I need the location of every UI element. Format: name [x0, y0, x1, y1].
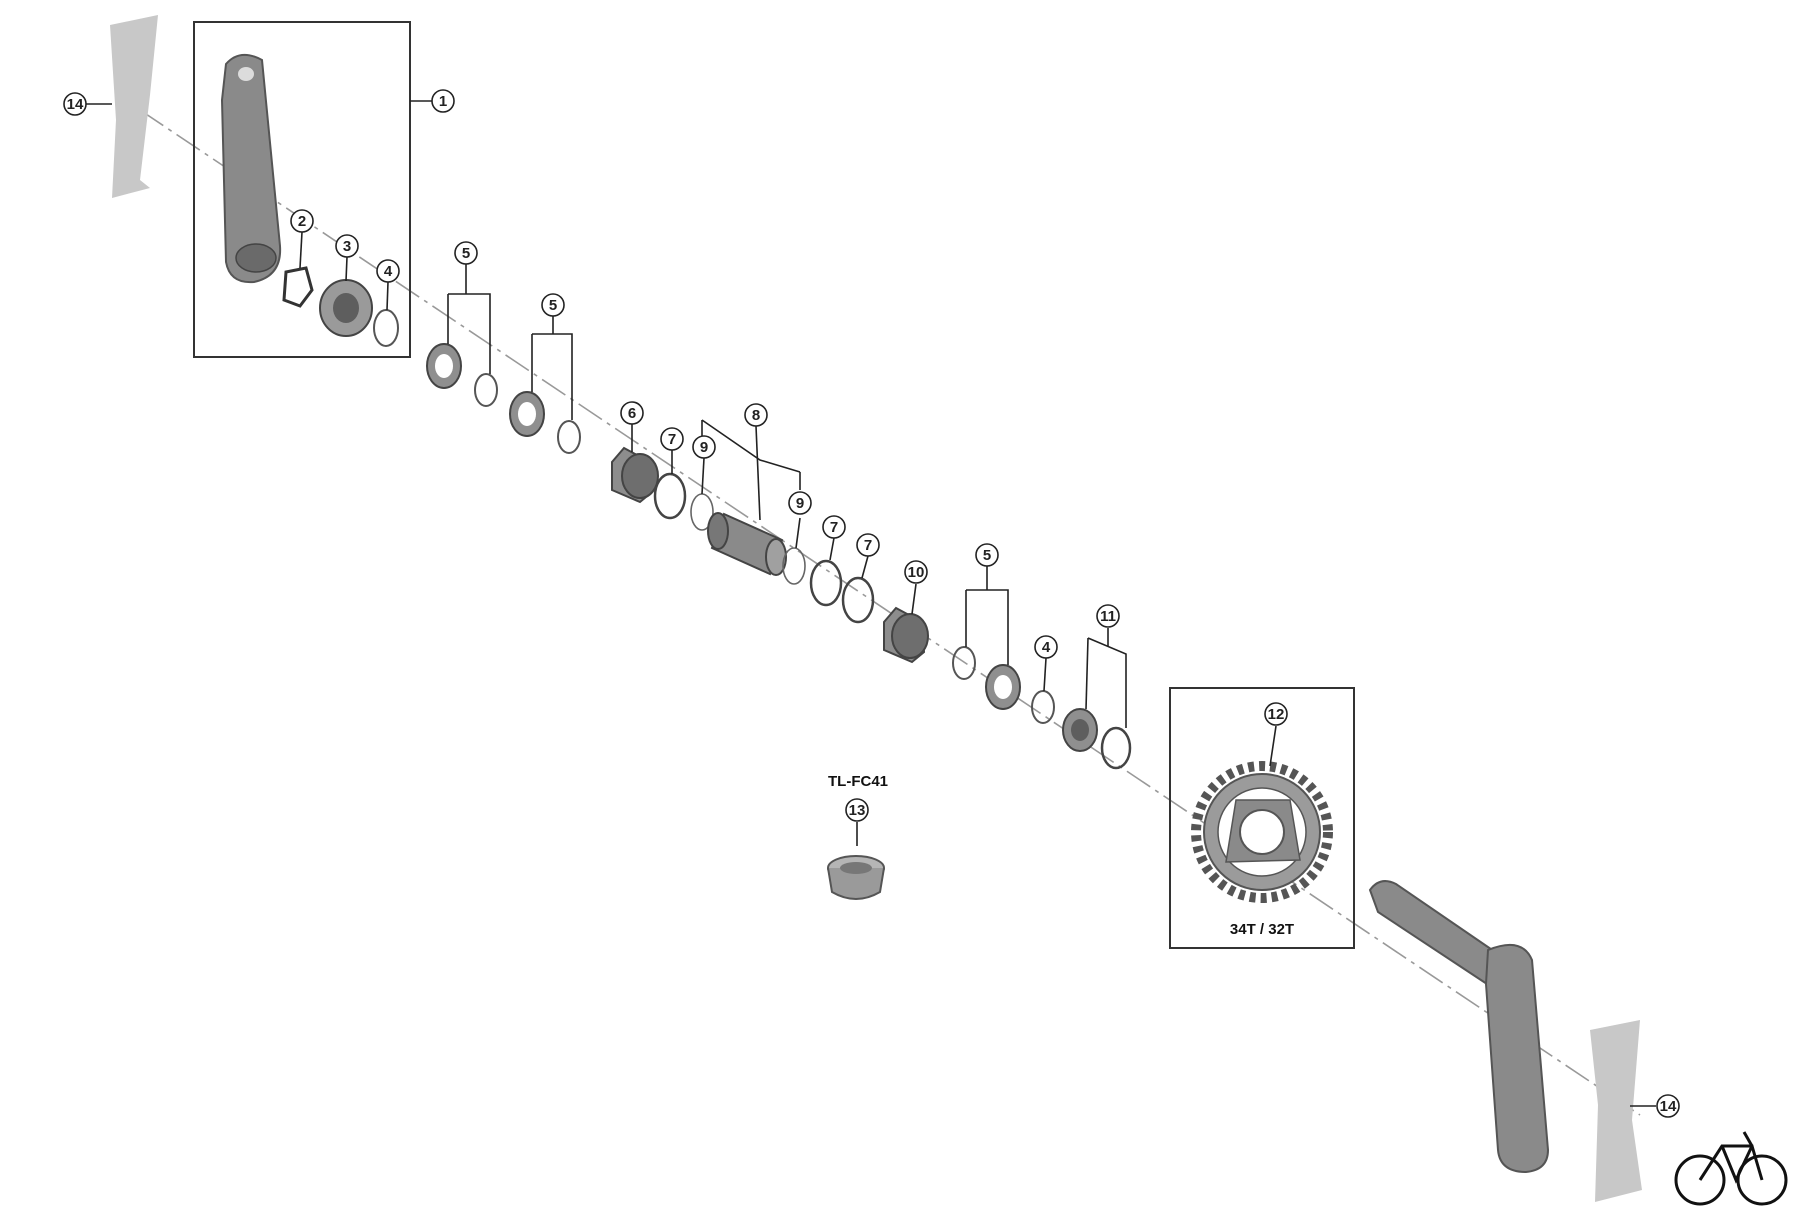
callout-9-right: 9	[788, 491, 812, 515]
part-4-ring-left	[373, 309, 399, 347]
part-6-bearing-cup-face	[621, 453, 659, 499]
callout-5-b: 5	[541, 293, 565, 317]
svg-text:9: 9	[700, 439, 708, 456]
right-crank-spindle	[1368, 880, 1506, 988]
callout-9-left: 9	[692, 435, 716, 459]
left-crank-arm	[220, 53, 282, 284]
svg-text:7: 7	[830, 519, 838, 536]
svg-text:5: 5	[549, 297, 557, 314]
callout-2: 2	[290, 209, 314, 233]
chainring-group-box	[1169, 687, 1355, 949]
svg-text:5: 5	[983, 547, 991, 564]
svg-text:11: 11	[1100, 608, 1116, 625]
part-5-ring-a2	[474, 373, 498, 407]
svg-text:13: 13	[849, 802, 866, 819]
svg-text:4: 4	[1042, 639, 1051, 656]
assembly-axis	[139, 109, 1641, 1116]
tool-name-label: TL-FC41	[828, 773, 888, 790]
part-2-plate	[282, 266, 314, 308]
svg-text:9: 9	[796, 495, 804, 512]
part-11-lock-ring-hole	[1071, 719, 1089, 741]
callout-5-c: 5	[975, 543, 999, 567]
svg-text:5: 5	[462, 245, 470, 262]
callout-12: 12	[1264, 702, 1288, 726]
callout-6: 6	[620, 401, 644, 425]
callout-5-a: 5	[454, 241, 478, 265]
part-7-ring-right-b	[841, 576, 875, 624]
leader-lines	[86, 100, 1656, 1107]
svg-text:8: 8	[752, 407, 760, 424]
part-4-ring-right	[1031, 690, 1055, 724]
svg-text:7: 7	[668, 431, 676, 448]
svg-text:12: 12	[1268, 706, 1285, 723]
callout-13: 13	[845, 798, 869, 822]
svg-text:7: 7	[864, 537, 872, 554]
part-7-ring-right-a	[809, 559, 843, 607]
callout-14-left: 14	[63, 92, 87, 116]
callout-11: 11	[1096, 604, 1120, 628]
part-11-snap-ring	[1100, 726, 1132, 770]
part-3-cap-nut-inner	[333, 293, 359, 323]
protective-sticker-right	[1590, 1020, 1642, 1202]
callout-7-left: 7	[660, 427, 684, 451]
part-8-sleeve-end-left	[707, 512, 729, 550]
protective-sticker-left	[110, 15, 158, 198]
callout-8: 8	[744, 403, 768, 427]
part-5-spacer-b1-hole	[518, 402, 536, 426]
svg-text:14: 14	[67, 96, 84, 113]
callout-14-right: 14	[1656, 1094, 1680, 1118]
svg-text:1: 1	[439, 93, 447, 110]
part-12-chainring	[1191, 761, 1333, 903]
part-5-ring-c1	[952, 646, 976, 680]
part-5-ring-b2	[557, 420, 581, 454]
part-5-spacer-c2-hole	[994, 675, 1012, 699]
chainring-size-caption: 34T / 32T	[1230, 921, 1294, 938]
svg-text:4: 4	[384, 263, 393, 280]
callout-7-right-a: 7	[822, 515, 846, 539]
part-13-tool	[827, 855, 885, 900]
part-5-spacer-a1-hole	[435, 354, 453, 378]
callout-10: 10	[904, 560, 928, 584]
bicycle-icon	[1674, 1131, 1788, 1206]
part-8-sleeve-end-right	[765, 538, 787, 576]
right-crank-arm	[1484, 943, 1550, 1174]
left-crank-spindle-bore	[235, 243, 277, 273]
callout-1: 1	[431, 89, 455, 113]
part-10-bearing-cup-face	[891, 613, 929, 659]
part-9-ring-right	[782, 547, 806, 585]
callout-4-right: 4	[1034, 635, 1058, 659]
svg-text:3: 3	[343, 238, 351, 255]
callout-4-left: 4	[376, 259, 400, 283]
svg-text:14: 14	[1660, 1098, 1677, 1115]
left-crank-group-box	[193, 21, 411, 358]
svg-text:2: 2	[298, 213, 306, 230]
svg-text:6: 6	[628, 405, 636, 422]
part-7-ring-left	[653, 472, 687, 520]
callout-3: 3	[335, 234, 359, 258]
svg-text:10: 10	[908, 564, 925, 581]
callout-7-right-b: 7	[856, 533, 880, 557]
left-crank-pedal-hole	[238, 67, 254, 81]
